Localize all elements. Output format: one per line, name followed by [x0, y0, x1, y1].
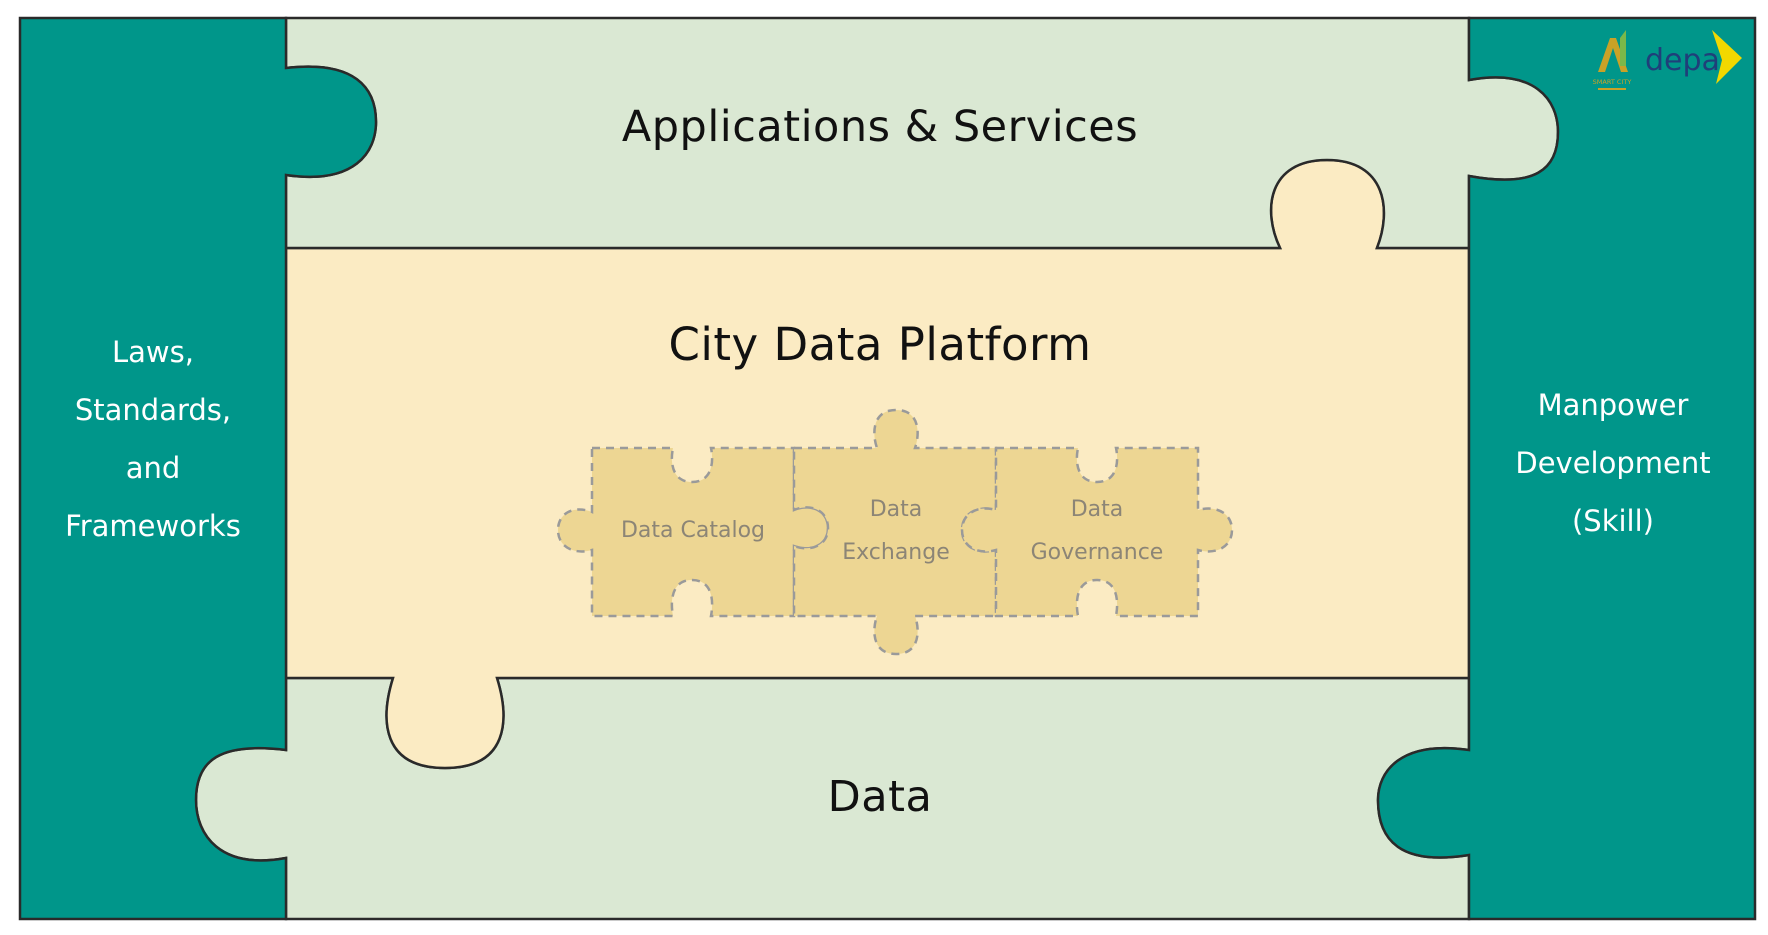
- laws-piece: [18, 16, 378, 921]
- data-governance-label: Data Governance: [1010, 488, 1184, 574]
- laws-line-1: Laws,: [112, 335, 194, 369]
- manpower-line-3: (Skill): [1571, 504, 1654, 538]
- smart-city-logo: SMART CITY: [1593, 30, 1632, 90]
- data-catalog-line-1: Data Catalog: [620, 518, 765, 543]
- data-exchange-line-2: Exchange: [842, 540, 950, 565]
- data-governance-piece: [960, 446, 1234, 618]
- data-governance-line-1: Data: [1070, 497, 1124, 522]
- depa-logo: depa: [1645, 30, 1742, 84]
- laws-line-2: Standards,: [74, 393, 232, 427]
- manpower-label: Manpower Development (Skill): [1482, 376, 1744, 550]
- laws-line-4: Frameworks: [65, 509, 241, 543]
- manpower-piece: [1376, 16, 1757, 921]
- svg-text:depa: depa: [1645, 43, 1720, 78]
- laws-line-3: and: [125, 451, 181, 485]
- laws-label: Laws, Standards, and Frameworks: [40, 323, 266, 555]
- data-catalog-label: Data Catalog: [598, 509, 788, 552]
- data-exchange-label: Data Exchange: [820, 488, 972, 574]
- manpower-line-2: Development: [1515, 446, 1711, 480]
- data-exchange-piece: [792, 408, 998, 656]
- data-exchange-line-1: Data: [869, 497, 923, 522]
- sub-puzzle-group: [556, 408, 1234, 656]
- manpower-line-1: Manpower: [1537, 388, 1689, 422]
- svg-text:SMART CITY: SMART CITY: [1593, 78, 1632, 86]
- data-label: Data: [827, 772, 933, 822]
- platform-title: City Data Platform: [668, 318, 1092, 371]
- applications-label: Applications & Services: [621, 102, 1139, 152]
- data-governance-line-2: Governance: [1030, 540, 1164, 565]
